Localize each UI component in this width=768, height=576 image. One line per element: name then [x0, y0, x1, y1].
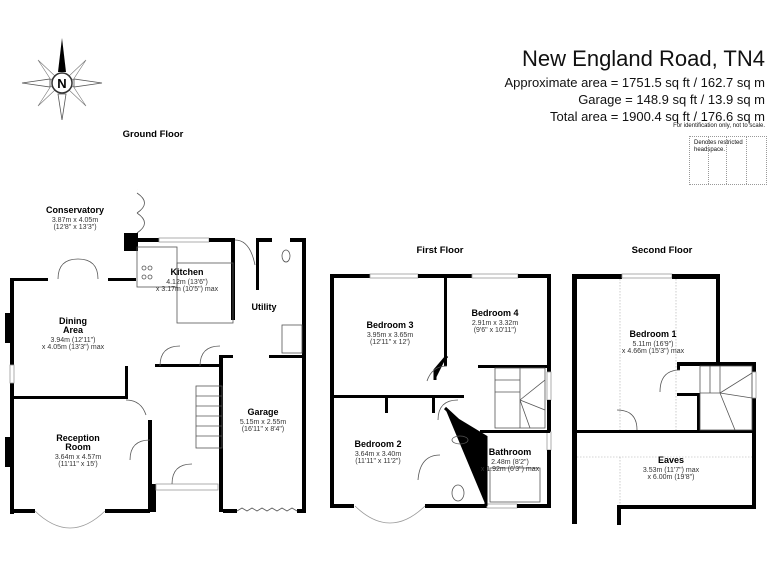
kitchen-label: Kitchen 4.12m (13'6") x 3.17m (10'5") ma… — [156, 267, 219, 293]
bedroom-1-label: Bedroom 1 5.11m (16'9") x 4.66m (15'3") … — [622, 329, 685, 355]
svg-text:x 1.92m (6'3") max: x 1.92m (6'3") max — [481, 466, 540, 473]
utility-label: Utility — [251, 302, 276, 312]
first-floor-label: First Floor — [417, 245, 464, 256]
svg-text:(11'11" x 11'2"): (11'11" x 11'2") — [355, 458, 400, 465]
svg-text:Bathroom: Bathroom — [489, 447, 532, 457]
svg-text:3.64m x 3.40m: 3.64m x 3.40m — [355, 451, 401, 458]
svg-text:2.48m (8'2"): 2.48m (8'2") — [491, 459, 529, 466]
total-area: Total area = 1900.4 sq ft / 176.6 sq m — [550, 109, 765, 124]
svg-text:3.87m x 4.05m: 3.87m x 4.05m — [52, 217, 98, 224]
property-title: New England Road, TN4 — [522, 46, 765, 71]
disclaimer: For identification only, not to scale. — [673, 123, 765, 129]
svg-text:(11'11" x 15'): (11'11" x 15') — [58, 461, 98, 468]
svg-text:Eaves: Eaves — [658, 455, 684, 465]
svg-text:(16'11" x 8'4"): (16'11" x 8'4") — [242, 426, 285, 433]
svg-text:(9'6" x 10'11"): (9'6" x 10'11") — [474, 327, 517, 334]
second-floor-label: Second Floor — [632, 245, 693, 256]
svg-text:3.94m (12'11"): 3.94m (12'11") — [51, 337, 96, 344]
bedroom-2-label: Bedroom 2 3.64m x 3.40m (11'11" x 11'2") — [354, 439, 401, 465]
svg-text:Bedroom 4: Bedroom 4 — [471, 308, 518, 318]
svg-text:5.15m x 2.55m: 5.15m x 2.55m — [240, 419, 286, 426]
svg-text:3.53m (11'7") max: 3.53m (11'7") max — [643, 467, 700, 474]
reception-room-label: Reception Room 3.64m x 4.57m (11'11" x 1… — [55, 433, 101, 468]
second-floor-plan — [572, 273, 757, 525]
svg-text:Dining: Dining — [59, 316, 87, 326]
ground-floor-label: Ground Floor — [123, 129, 184, 140]
bathroom-label: Bathroom 2.48m (8'2") x 1.92m (6'3") max — [481, 447, 540, 473]
compass-north-letter: N — [57, 76, 66, 91]
svg-text:Garage: Garage — [247, 407, 278, 417]
svg-text:x 6.00m (19'8"): x 6.00m (19'8") — [647, 474, 694, 481]
svg-text:Area: Area — [63, 325, 84, 335]
garage-area: Garage = 148.9 sq ft / 13.9 sq m — [578, 92, 765, 107]
svg-text:3.95m x 3.65m: 3.95m x 3.65m — [367, 332, 413, 339]
svg-text:Bedroom 1: Bedroom 1 — [629, 329, 676, 339]
approximate-area: Approximate area = 1751.5 sq ft / 162.7 … — [504, 75, 765, 90]
bedroom-4-label: Bedroom 4 2.91m x 3.32m (9'6" x 10'11") — [471, 308, 518, 334]
svg-text:Utility: Utility — [251, 302, 276, 312]
compass-icon: N — [21, 38, 103, 121]
eaves-label: Eaves 3.53m (11'7") max x 6.00m (19'8") — [643, 455, 700, 481]
svg-text:(12'11" x 12'): (12'11" x 12') — [370, 339, 410, 346]
first-floor-plan — [330, 273, 552, 524]
svg-text:Reception: Reception — [56, 433, 100, 443]
svg-text:Conservatory: Conservatory — [46, 205, 104, 215]
svg-text:4.12m (13'6"): 4.12m (13'6") — [166, 279, 208, 286]
svg-text:3.64m x 4.57m: 3.64m x 4.57m — [55, 454, 101, 461]
svg-text:Room: Room — [65, 442, 91, 452]
svg-text:(12'8" x 13'3"): (12'8" x 13'3") — [53, 224, 96, 231]
svg-text:5.11m (16'9"): 5.11m (16'9") — [632, 341, 673, 348]
bedroom-3-label: Bedroom 3 3.95m x 3.65m (12'11" x 12') — [366, 320, 413, 346]
restricted-headspace-label: Denotes restricted headspace. — [694, 140, 743, 153]
svg-text:Kitchen: Kitchen — [170, 267, 203, 277]
dining-area-label: Dining Area 3.94m (12'11") x 4.05m (13'3… — [42, 316, 105, 351]
garage-label: Garage 5.15m x 2.55m (16'11" x 8'4") — [240, 407, 286, 433]
svg-text:Bedroom 3: Bedroom 3 — [366, 320, 413, 330]
ground-floor-plan — [5, 159, 306, 529]
conservatory-label: Conservatory 3.87m x 4.05m (12'8" x 13'3… — [46, 205, 104, 231]
svg-text:x 3.17m (10'5") max: x 3.17m (10'5") max — [156, 286, 219, 293]
svg-text:x 4.66m (15'3") max: x 4.66m (15'3") max — [622, 348, 685, 355]
svg-text:Bedroom 2: Bedroom 2 — [354, 439, 401, 449]
restricted-headspace-key: Denotes restricted headspace. — [689, 136, 767, 185]
svg-text:2.91m x 3.32m: 2.91m x 3.32m — [472, 320, 518, 327]
svg-text:x 4.05m (13'3") max: x 4.05m (13'3") max — [42, 344, 105, 351]
